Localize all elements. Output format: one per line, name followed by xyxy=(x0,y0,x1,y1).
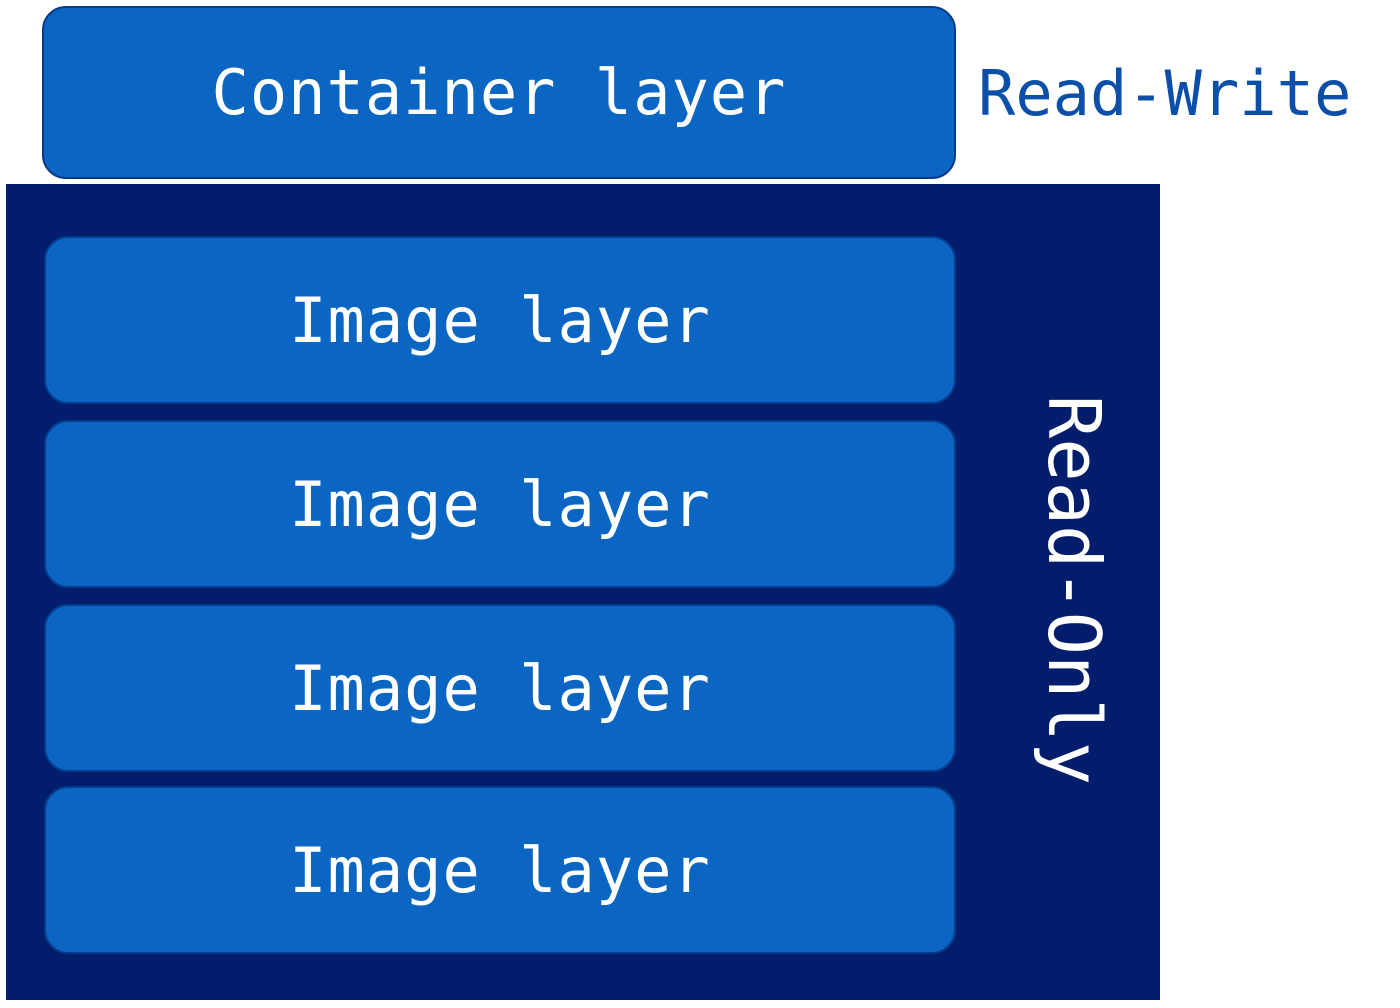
read-only-label: Read-Only xyxy=(1032,394,1116,786)
image-layer-box: Image layer xyxy=(44,604,956,772)
image-layer-label: Image layer xyxy=(289,283,711,357)
image-layer-label: Image layer xyxy=(289,467,711,541)
read-only-panel: Image layer Image layer Image layer Imag… xyxy=(6,184,1160,1000)
container-layer-label: Container layer xyxy=(211,56,787,129)
image-layer-label: Image layer xyxy=(289,833,711,907)
image-layer-box: Image layer xyxy=(44,420,956,588)
image-layer-box: Image layer xyxy=(44,236,956,404)
image-layer-box: Image layer xyxy=(44,786,956,954)
image-layer-label: Image layer xyxy=(289,651,711,725)
container-layer-box: Container layer xyxy=(42,6,956,179)
read-write-label: Read-Write xyxy=(978,57,1352,130)
